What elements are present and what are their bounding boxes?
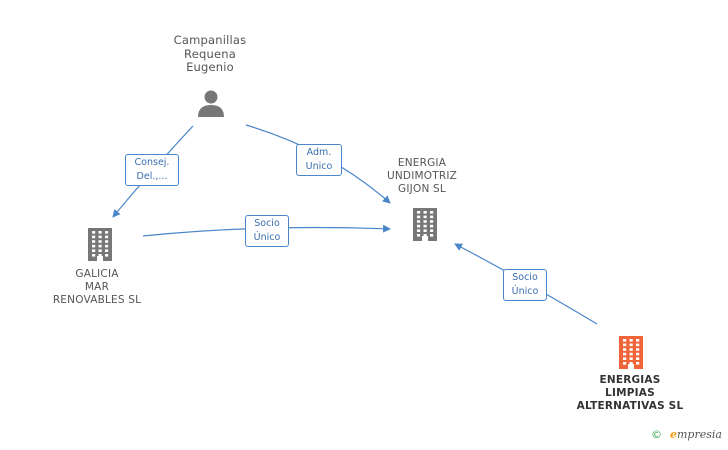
edge-label-socio-limpias-line-1: Socio (512, 272, 538, 283)
empresia-logo-initial: e (670, 428, 677, 441)
empresia-logo[interactable]: empresia (670, 428, 722, 441)
galicia-mar-line-2: MAR (84, 281, 110, 293)
edge-label-socio-galicia[interactable]: Socio Único (245, 215, 289, 247)
person-icon[interactable] (197, 89, 225, 117)
galicia-mar-label[interactable]: GALICIA MAR RENOVABLES SL (47, 268, 147, 307)
edge-label-consej-line-2: Del.,... (136, 171, 168, 182)
edge-label-adm-line-2: Unico (305, 161, 333, 172)
energia-undimotriz-line-3: GIJON SL (398, 183, 446, 195)
empresia-logo-text: mpresia (677, 428, 722, 441)
edge-label-socio-limpias-line-2: Único (511, 286, 539, 297)
building-icon[interactable] (85, 227, 115, 261)
building-icon[interactable] (616, 335, 646, 369)
edge-label-socio-galicia-line-1: Socio (254, 218, 280, 229)
energias-limpias-line-1: ENERGIAS (599, 374, 661, 386)
energias-limpias-label[interactable]: ENERGIAS LIMPIAS ALTERNATIVAS SL (570, 374, 690, 413)
person-name-line-1: Campanillas (173, 33, 247, 47)
person-label[interactable]: Campanillas Requena Eugenio (160, 33, 260, 75)
edge-label-consej-line-1: Consej. (134, 157, 170, 168)
person-name-line-3: Eugenio (186, 60, 234, 74)
edge-label-socio-galicia-line-2: Único (253, 232, 281, 243)
energia-undimotriz-label[interactable]: ENERGIA UNDIMOTRIZ GIJON SL (372, 157, 472, 196)
edge-label-adm[interactable]: Adm. Unico (296, 144, 342, 176)
edge-label-socio-limpias[interactable]: Socio Único (503, 269, 547, 301)
edge-label-adm-line-1: Adm. (306, 147, 332, 158)
galicia-mar-line-1: GALICIA (75, 268, 119, 280)
copyright-symbol: © (651, 428, 662, 441)
energias-limpias-line-3: ALTERNATIVAS SL (576, 400, 684, 412)
energias-limpias-line-2: LIMPIAS (605, 387, 655, 399)
edge-label-consej[interactable]: Consej. Del.,... (125, 154, 179, 186)
galicia-mar-line-3: RENOVABLES SL (52, 294, 142, 306)
person-name-line-2: Requena (184, 46, 236, 61)
building-icon[interactable] (410, 207, 440, 241)
energia-undimotriz-line-2: UNDIMOTRIZ (386, 170, 458, 182)
energia-undimotriz-line-1: ENERGIA (397, 157, 447, 169)
